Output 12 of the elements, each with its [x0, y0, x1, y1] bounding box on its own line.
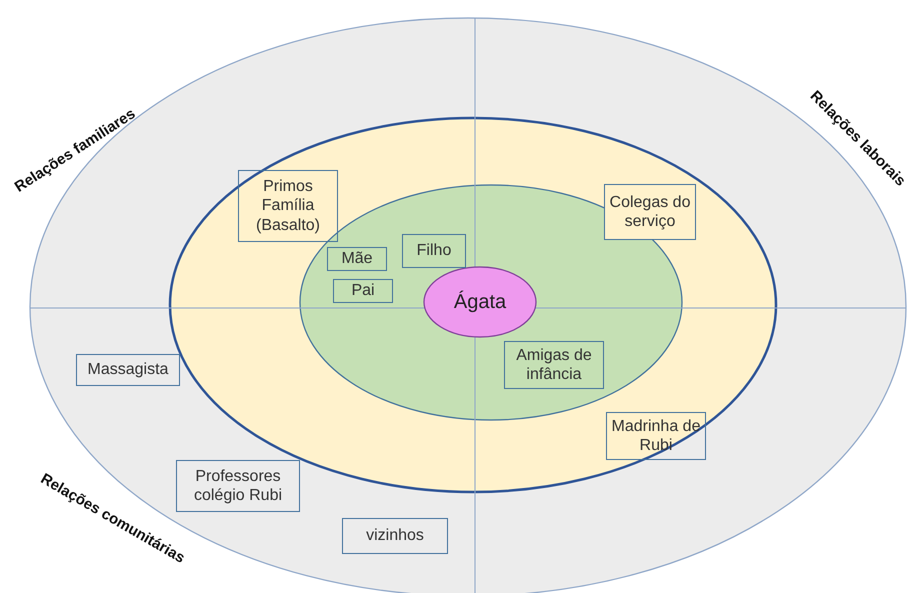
center-ellipse [424, 267, 536, 337]
relation-box: vizinhos [342, 518, 448, 554]
relation-box: Amigas de infância [504, 341, 604, 389]
relation-box: Primos Família (Basalto) [238, 170, 338, 242]
relation-box: Filho [402, 234, 466, 268]
relation-box: Madrinha de Rubi [606, 412, 706, 460]
relation-box: Professores colégio Rubi [176, 460, 300, 512]
relation-box: Massagista [76, 354, 180, 386]
relation-box: Colegas do serviço [604, 184, 696, 240]
relation-box: Pai [333, 279, 393, 303]
relation-box: Mãe [327, 247, 387, 271]
center-label: Ágata [452, 290, 508, 314]
